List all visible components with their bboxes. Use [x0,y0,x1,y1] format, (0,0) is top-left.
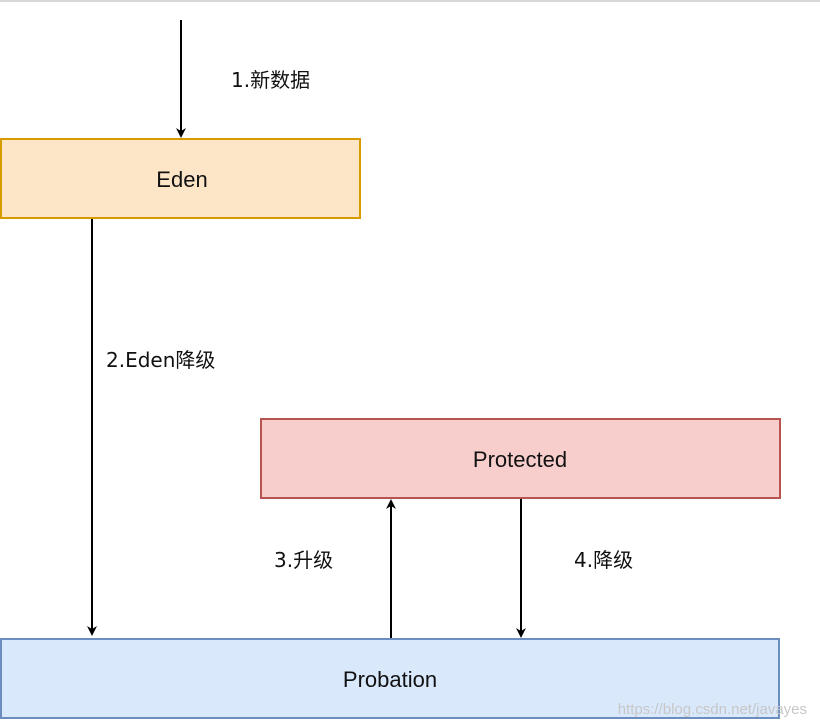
protected-label: Protected [473,447,567,472]
probation-label: Probation [343,667,437,692]
protected-box [260,418,781,499]
eden-label: Eden [156,167,207,192]
demote-label: 4.降级 [574,548,633,572]
eden-node: Eden [0,138,361,219]
watermark: https://blog.csdn.net/javayes [618,701,807,718]
eden-box [0,138,361,219]
probation-box [0,638,780,719]
top-border-line [0,0,820,2]
new-data-label: 1.新数据 [231,68,310,92]
probation-node: Probation [0,638,780,719]
promote-label: 3.升级 [274,548,333,572]
eden-demote-label: 2.Eden降级 [106,348,215,372]
protected-node: Protected [260,418,781,499]
